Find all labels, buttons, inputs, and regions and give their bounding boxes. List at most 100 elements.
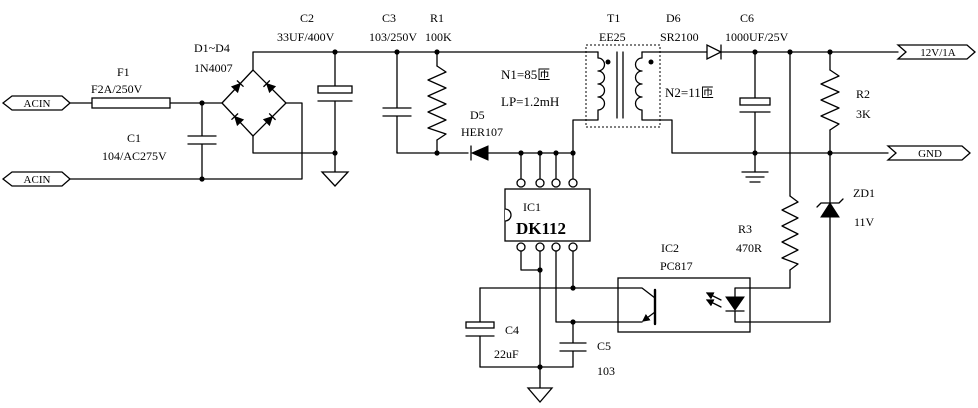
t1-value: EE25 [599, 30, 626, 44]
capacitor-c5: C5 103 [559, 321, 615, 378]
capacitor-c2: C2 33UF/400V [277, 11, 353, 187]
d6-value: SR2100 [660, 30, 699, 44]
junction-dots [199, 49, 833, 370]
c6-value: 1000UF/25V [725, 30, 789, 44]
c2-ref: C2 [300, 11, 314, 25]
diode-d5: D5 HER107 [461, 108, 574, 161]
junction-dot [752, 150, 758, 156]
capacitor-c6: C6 1000UF/25V [725, 11, 789, 183]
r2-value: 3K [856, 107, 871, 121]
c1-ref: C1 [127, 131, 141, 145]
junction-dot [199, 100, 205, 106]
bridge-diode [263, 80, 277, 94]
t1-primary-inductance: LP=1.2mH [501, 94, 559, 109]
bridge-diode [231, 113, 245, 127]
d6-ref: D6 [666, 11, 681, 25]
junction-dot [553, 150, 559, 156]
c4-ref: C4 [505, 323, 519, 337]
output-port-gnd: GND [886, 145, 971, 161]
ic1-value: DK112 [516, 219, 566, 238]
acin-port-bottom-label: ACIN [24, 174, 51, 186]
diode-d6: D6 SR2100 [641, 11, 899, 61]
acin-port-top: ACIN [1, 95, 71, 111]
ic1-pin [516, 242, 526, 252]
c5-ref: C5 [597, 339, 611, 353]
c1-value: 104/AC275V [102, 149, 167, 163]
ic2-value: PC817 [660, 259, 693, 273]
acin-port-bottom: ACIN [1, 171, 71, 187]
ic1-pin [568, 178, 578, 188]
junction-dot [434, 150, 440, 156]
c6-ref: C6 [740, 11, 754, 25]
resistor-r3: R3 470R [736, 51, 799, 289]
junction-dot [570, 285, 576, 291]
ic2-body [617, 277, 751, 333]
c3-value: 103/250V [369, 30, 417, 44]
primary-winding [572, 51, 606, 180]
transformer-t1: T1 EE25 N1=85匝 LP=1.2mH N2=11匝 [501, 11, 889, 180]
bridge-diode [262, 113, 276, 127]
resistor-r1: R1 100K [425, 11, 452, 154]
t1-primary-turns: N1=85匝 [501, 67, 550, 82]
d1-d4-ref: D1~D4 [194, 41, 230, 55]
c4-value: 22uF [494, 347, 519, 361]
primary-polarity-dot [605, 59, 611, 65]
zener-zd1: ZD1 11V [749, 152, 875, 323]
junction-dot [332, 150, 338, 156]
secondary-polarity-dot [648, 59, 654, 65]
transformer-core [616, 51, 624, 119]
r1-ref: R1 [430, 11, 444, 25]
junction-dot [199, 176, 205, 182]
fuse-f1: F1 F2A/250V [91, 65, 171, 109]
ic1-dk112: IC1 DK112 [504, 152, 591, 252]
junction-dot [827, 49, 833, 55]
d5-value: HER107 [461, 125, 503, 139]
bridge-rectifier-d1-d4: D1~D4 1N4007 [194, 41, 287, 137]
transformer-core-outline [585, 44, 661, 128]
capacitor-c3: C3 103/250V [369, 11, 469, 154]
d1-d4-value: 1N4007 [194, 61, 233, 75]
junction-dot [570, 150, 576, 156]
r2-ref: R2 [856, 87, 870, 101]
r3-value: 470R [736, 241, 762, 255]
zd1-value: 11V [854, 215, 875, 229]
ic1-pin [535, 178, 545, 188]
gnd-port-label: GND [918, 148, 942, 160]
junction-dot [537, 267, 543, 273]
f1-value: F2A/250V [91, 82, 143, 96]
wires-ic1-bottom [479, 250, 643, 403]
bridge-diode [230, 80, 244, 94]
ic2-ref: IC2 [661, 241, 679, 255]
junction-dot [394, 49, 400, 55]
ground-symbol [741, 171, 769, 183]
r1-value: 100K [425, 30, 452, 44]
output-port-label: 12V/1A [920, 47, 956, 59]
r3-ref: R3 [738, 222, 752, 236]
f1-ref: F1 [117, 65, 130, 79]
junction-dot [827, 150, 833, 156]
ic1-pin [551, 178, 561, 188]
wires-input [69, 51, 599, 180]
ground-symbol [526, 387, 554, 403]
secondary-winding [634, 51, 889, 154]
junction-dot [752, 49, 758, 55]
zd1-ref: ZD1 [853, 186, 875, 200]
ic1-notch [504, 208, 512, 222]
light-emission-arrows [705, 292, 722, 308]
c3-ref: C3 [382, 11, 396, 25]
t1-ref: T1 [607, 11, 620, 25]
ic1-pin [568, 242, 578, 252]
junction-dot [332, 49, 338, 55]
junction-dot [537, 150, 543, 156]
acin-port-top-label: ACIN [24, 98, 51, 110]
phototransistor [617, 287, 657, 326]
capacitor-c4: C4 22uF [465, 287, 519, 368]
c5-value: 103 [597, 364, 615, 378]
c2-value: 33UF/400V [277, 30, 335, 44]
ic1-pin [551, 242, 561, 252]
ic1-pin [535, 242, 545, 252]
ground-symbol [320, 171, 350, 187]
d5-ref: D5 [470, 108, 485, 122]
led [725, 287, 751, 323]
